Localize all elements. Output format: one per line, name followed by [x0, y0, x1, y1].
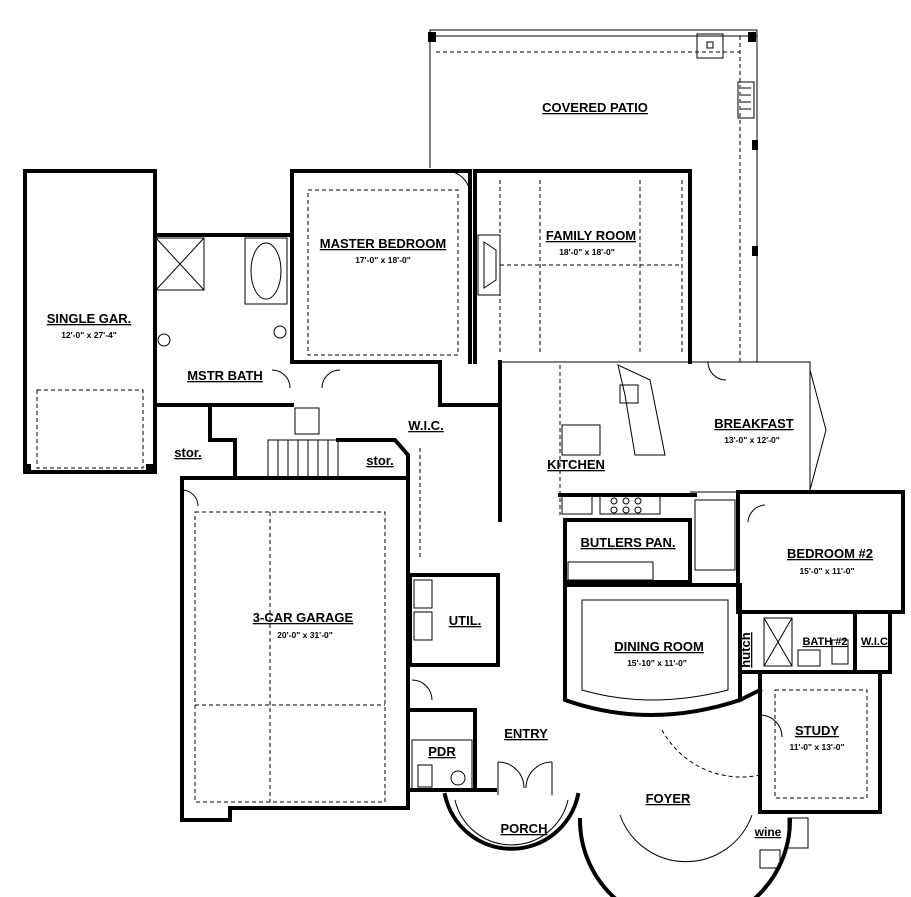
- label-garage-3car: 3-CAR GARAGE: [253, 610, 354, 625]
- shower-icon: [763, 617, 793, 667]
- label-butlers-pantry: BUTLERS PAN.: [580, 535, 675, 550]
- kitchen-walls: [498, 360, 697, 522]
- label-wine: wine: [754, 825, 782, 839]
- toilet-icon: [831, 639, 849, 665]
- dim-dining-room: 15'-10" x 11'-0": [627, 658, 687, 668]
- dim-single-garage: 12'-0" x 27'-4": [61, 330, 117, 340]
- label-stor-left: stor.: [174, 445, 201, 460]
- label-entry: ENTRY: [504, 726, 548, 741]
- dim-garage-3car: 20'-0" x 31'-0": [277, 630, 333, 640]
- covered-patio-outline: [428, 29, 758, 362]
- wic-stairs-walls: [208, 360, 502, 560]
- dim-master-bedroom: 17'-0" x 18'-0": [355, 255, 411, 265]
- label-hutch: hutch: [738, 632, 753, 667]
- study-walls: [758, 670, 882, 814]
- label-bath-2: BATH #2: [802, 636, 847, 648]
- label-dining-room: DINING ROOM: [614, 639, 704, 654]
- label-stor-right: stor.: [366, 453, 393, 468]
- porch-arc: [442, 792, 581, 851]
- dim-breakfast: 13'-0" x 12'-0": [724, 435, 780, 445]
- entry-foyer-walls: [442, 687, 809, 897]
- butlers-pantry-walls: [563, 518, 692, 584]
- label-study: STUDY: [795, 723, 839, 738]
- utility-pdr-walls: [406, 573, 500, 792]
- label-pdr: PDR: [428, 744, 456, 759]
- label-master-bath: MSTR BATH: [187, 368, 263, 383]
- master-suite-walls: [153, 169, 472, 435]
- bedroom2-walls: [694, 490, 905, 674]
- label-breakfast: BREAKFAST: [714, 416, 794, 431]
- column-marker: [752, 246, 758, 256]
- dryer-icon: [413, 611, 433, 641]
- wine-rack-icon: [787, 817, 809, 849]
- sink-icon: [797, 649, 821, 667]
- label-utility: UTIL.: [449, 613, 482, 628]
- label-covered-patio: COVERED PATIO: [542, 100, 648, 115]
- outdoor-sink-icon: [696, 33, 724, 59]
- dining-room-walls: [563, 583, 742, 717]
- label-bedroom-2: BEDROOM #2: [787, 546, 873, 561]
- garage-3car-walls: [180, 476, 410, 822]
- label-master-bedroom: MASTER BEDROOM: [320, 236, 446, 251]
- sink-icon: [157, 333, 171, 347]
- sink-icon: [273, 325, 287, 339]
- label-family-room: FAMILY ROOM: [546, 228, 636, 243]
- shower-icon: [155, 237, 205, 291]
- label-foyer: FOYER: [646, 791, 691, 806]
- label-kitchen: KITCHEN: [547, 457, 605, 472]
- fireplace-icon: [477, 234, 501, 296]
- sink-icon: [450, 770, 466, 786]
- column-marker: [752, 140, 758, 150]
- door-swing: [445, 170, 471, 196]
- label-single-garage: SINGLE GAR.: [47, 311, 132, 326]
- column-marker: [748, 32, 756, 42]
- family-room-walls: [473, 169, 692, 364]
- grill-icon: [737, 81, 755, 119]
- label-porch: PORCH: [501, 821, 548, 836]
- dim-family-room: 18'-0" x 18'-0": [559, 247, 615, 257]
- bathtub-icon: [244, 237, 288, 305]
- kitchen-island: [617, 364, 666, 456]
- dim-study: 11'-0" x 13'-0": [789, 742, 844, 752]
- cooktop-icon: [599, 495, 661, 515]
- toilet-icon: [417, 764, 433, 788]
- column-marker: [428, 32, 436, 42]
- single-garage-walls: [23, 169, 157, 474]
- dim-bedroom-2: 15'-0" x 11'-0": [799, 566, 854, 576]
- label-wic-master: W.I.C.: [408, 418, 443, 433]
- washer-icon: [413, 579, 433, 609]
- toilet-icon: [294, 407, 320, 435]
- label-wic-2: W.I.C.: [861, 636, 891, 648]
